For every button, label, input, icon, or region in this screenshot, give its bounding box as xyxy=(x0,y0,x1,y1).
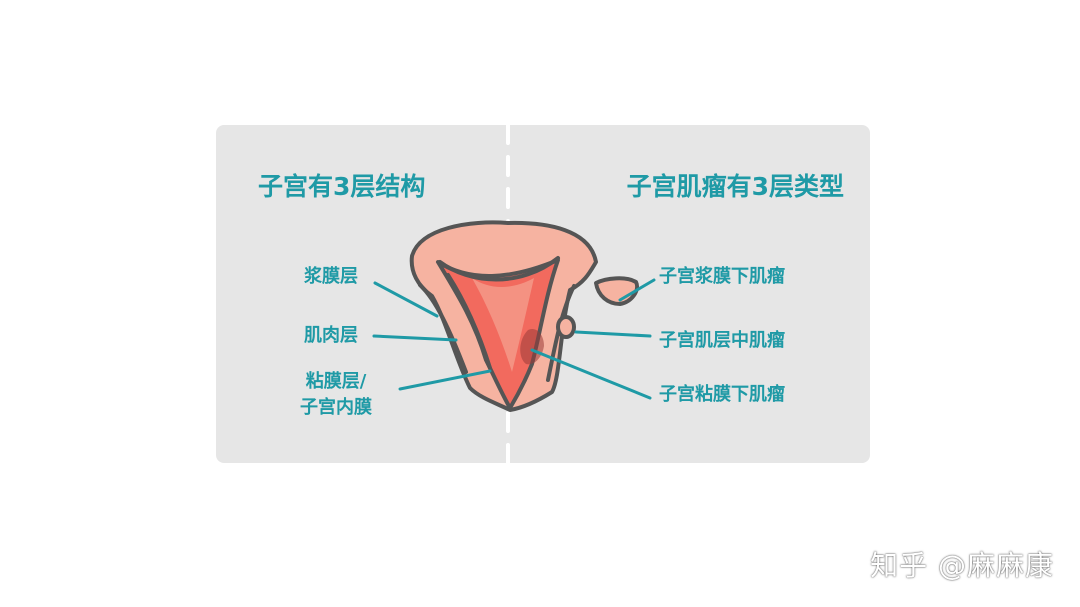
label-submucosal-fibroid: 子宫粘膜下肌瘤 xyxy=(659,384,785,405)
pointer-mucosa xyxy=(398,369,492,391)
pointer-intramural xyxy=(574,330,652,338)
label-mucosa-line1: 粘膜层/ xyxy=(305,371,367,392)
pointer-submucosal xyxy=(530,348,652,400)
watermark: 知乎 @麻麻康 xyxy=(870,549,1054,582)
label-myometrium: 肌肉层 xyxy=(304,325,358,346)
title-uterus-layers: 子宫有3层结构 xyxy=(258,172,426,201)
uterus-inner-cavity xyxy=(472,278,534,372)
uterus-top-fold xyxy=(438,256,560,282)
label-mucosa: 粘膜层/ 子宫内膜 xyxy=(300,369,372,421)
title-fibroid-types: 子宫肌瘤有3层类型 xyxy=(626,172,844,201)
submucosal-fibroid xyxy=(520,328,544,365)
pointer-serosa xyxy=(373,281,439,318)
pointer-subserosal xyxy=(618,278,656,302)
label-mucosa-line2: 子宫内膜 xyxy=(300,397,372,419)
pointer-myometrium xyxy=(372,334,458,342)
intramural-fibroid xyxy=(556,315,576,339)
label-intramural-fibroid: 子宫肌层中肌瘤 xyxy=(659,330,785,351)
label-serosa: 浆膜层 xyxy=(304,266,358,287)
subserosal-fibroid xyxy=(594,276,639,306)
label-subserosal-fibroid: 子宫浆膜下肌瘤 xyxy=(659,266,785,287)
